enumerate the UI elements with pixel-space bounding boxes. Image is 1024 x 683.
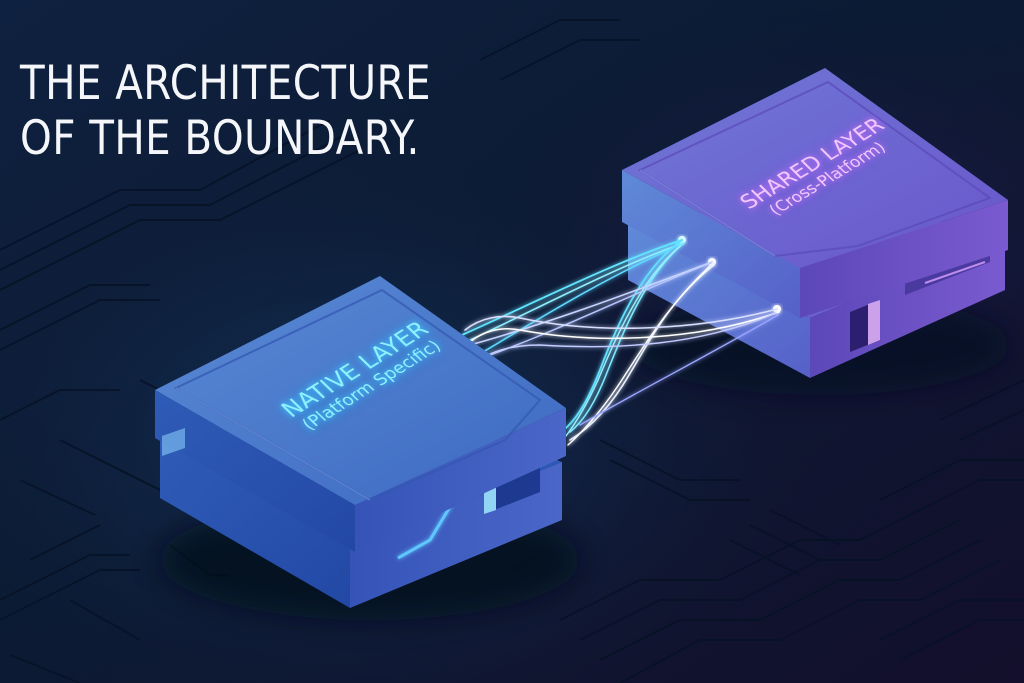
native-layer-chip (155, 276, 566, 608)
circuit-traces (0, 19, 1024, 683)
headline-line-1: THE ARCHITECTURE (20, 56, 431, 111)
shared-layer-chip (622, 68, 1008, 378)
headline: THE ARCHITECTURE OF THE BOUNDARY. (20, 56, 431, 166)
fiber-bundle (461, 239, 780, 446)
headline-line-2: OF THE BOUNDARY. (20, 111, 420, 166)
